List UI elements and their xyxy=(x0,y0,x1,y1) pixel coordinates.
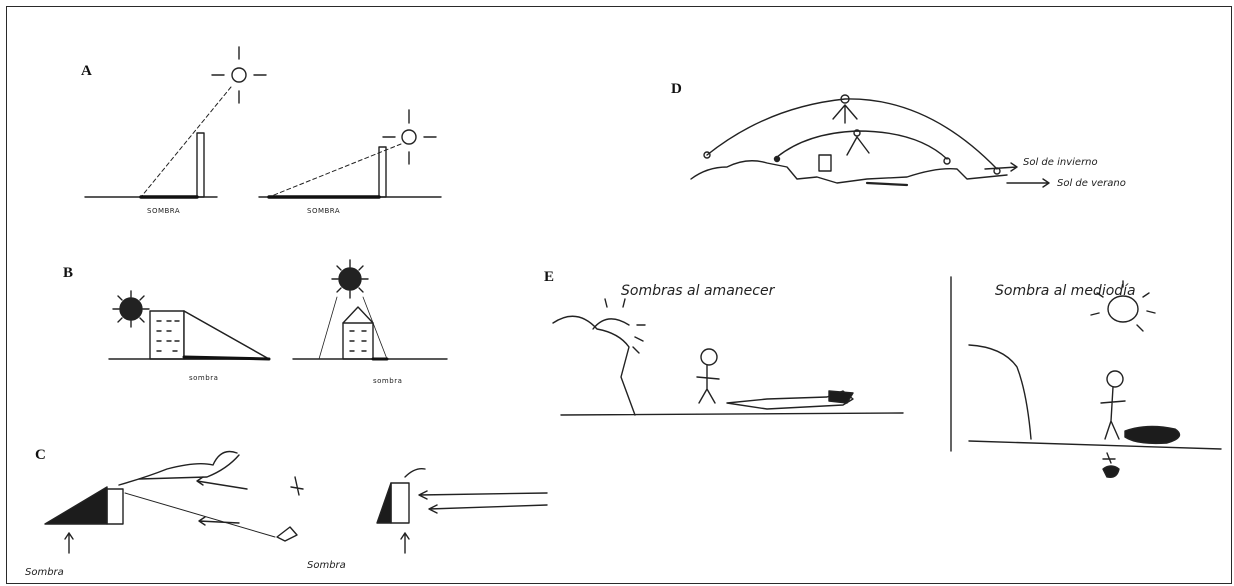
panel-b-building-1 xyxy=(150,311,184,359)
panel-c-arrow-1 xyxy=(197,477,247,489)
panel-c-shadow-1 xyxy=(45,487,107,524)
panel-c-sketch xyxy=(45,452,547,554)
panel-d-horizon xyxy=(691,161,1007,183)
panel-a-sketch xyxy=(85,47,441,197)
panel-c-building-2 xyxy=(391,483,409,523)
panel-d-winter-arc xyxy=(777,131,947,159)
sun-icon xyxy=(383,110,436,164)
panel-d-summer-arc xyxy=(707,99,997,169)
panel-e-noon-person xyxy=(1101,371,1125,439)
figure-frame: A B C D E SOMBRA SOMBRA sombra sombra So… xyxy=(6,6,1232,584)
panel-d-arrow-winter xyxy=(985,163,1017,171)
sun-icon xyxy=(113,291,149,327)
panel-e-noon-shadow xyxy=(1125,426,1180,443)
panel-b-sketch xyxy=(109,260,447,359)
panel-c-wind-arrow-1 xyxy=(419,491,547,499)
panel-e-sketch xyxy=(553,277,1221,477)
panel-a-pole-2 xyxy=(379,147,386,197)
panel-e-dawn-ground xyxy=(561,413,903,415)
panel-c-shadow-2 xyxy=(377,483,391,523)
panel-c-wind-arrow-2 xyxy=(429,505,547,513)
sun-icon xyxy=(593,299,645,353)
sketch-drawing xyxy=(7,7,1233,585)
panel-a-sun-ray-2 xyxy=(269,144,401,197)
panel-d-arrow-summer xyxy=(1007,179,1049,187)
panel-e-dawn-person xyxy=(697,349,719,403)
sun-icon xyxy=(212,47,266,103)
panel-a-sun-ray-1 xyxy=(141,87,231,197)
panel-e-noon-ground xyxy=(969,441,1221,449)
panel-d-figure xyxy=(819,155,831,171)
panel-c-wind-plume xyxy=(119,452,237,486)
sun-icon xyxy=(332,260,368,298)
panel-c-building-1 xyxy=(107,489,123,524)
panel-a-pole-1 xyxy=(197,133,204,197)
panel-b-building-2 xyxy=(343,307,373,359)
sun-icon xyxy=(1091,281,1155,331)
panel-d-sketch xyxy=(691,95,1049,187)
